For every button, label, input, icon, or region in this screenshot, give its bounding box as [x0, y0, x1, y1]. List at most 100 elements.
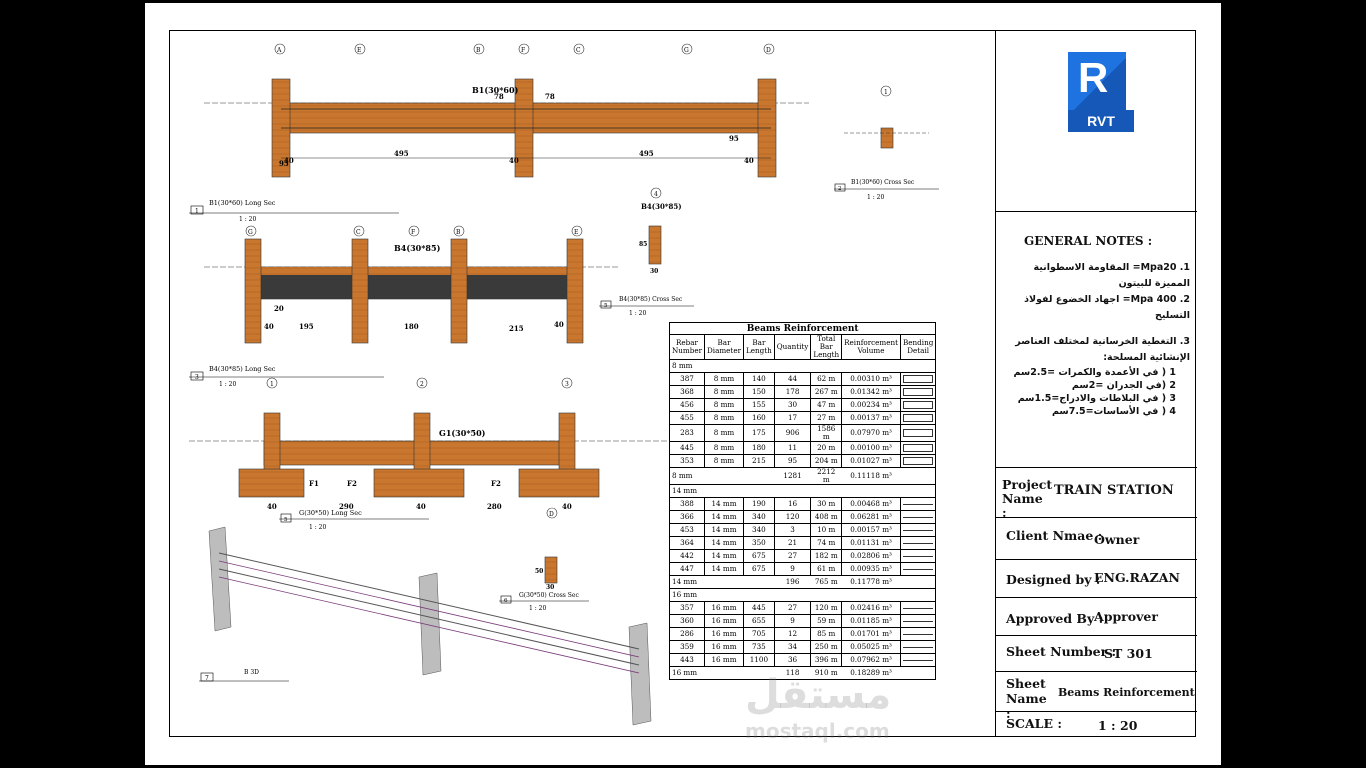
table-cell: 175: [743, 424, 775, 442]
table-header-cell: Bending Detail: [900, 334, 937, 360]
svg-text:E: E: [357, 47, 361, 54]
note-3: 3. التغطية الخرسانية لمختلف العناصر الإن…: [1015, 336, 1190, 363]
table-cell: 0.01027 m³: [841, 454, 902, 468]
table-cell: 340: [743, 510, 775, 524]
table-cell: 705: [743, 627, 775, 641]
bending-detail-icon: [900, 601, 937, 615]
table-cell: 0.02416 m³: [841, 601, 902, 615]
table-cell: 455: [668, 411, 706, 425]
project-label: Project Name :: [1002, 477, 1053, 520]
svg-text:C: C: [356, 229, 361, 236]
bending-detail-icon: [900, 424, 937, 442]
dim-20: 20: [274, 304, 284, 313]
cover-item-4: 4 ( في الأساسات=7.5سم: [1051, 406, 1176, 417]
summary-cell: [900, 575, 936, 589]
table-cell: 0.00157 m³: [841, 523, 902, 537]
cover-list: 1 ( في الأعمدة والكمرات =2.5سم 2 (في الج…: [1000, 366, 1176, 418]
dim-40: 40: [744, 156, 754, 165]
dim-85: 85: [639, 241, 647, 248]
dim-78: 78: [494, 92, 504, 101]
dim-40: 40: [554, 320, 564, 329]
table-cell: 190: [743, 497, 775, 511]
cover-item-2: 2 (في الجدران =2سم: [1071, 380, 1176, 391]
logo-cell: R RVT: [996, 30, 1197, 212]
scale-label: SCALE :: [1006, 716, 1062, 731]
bending-detail-icon: [900, 653, 937, 667]
svg-text:6: 6: [504, 598, 508, 604]
table-cell: 350: [743, 536, 775, 550]
table-cell: 47 m: [810, 398, 843, 412]
bending-detail-icon: [900, 536, 937, 550]
svg-text:B: B: [476, 47, 481, 54]
b3d-caption: B 3D: [244, 669, 259, 676]
table-cell: 21: [773, 536, 812, 550]
table-header-cell: Reinforcement Volume: [841, 334, 902, 360]
sheet-name-value: Beams Reinforcement: [1058, 686, 1195, 699]
table-cell: 8 mm: [704, 398, 744, 412]
bending-detail-icon: [900, 640, 937, 654]
table-cell: 368: [668, 385, 706, 399]
table-cell: 62 m: [810, 372, 843, 386]
client-value: Owner: [1094, 532, 1140, 547]
table-cell: 20 m: [810, 441, 843, 455]
b4-scale: 1 : 20: [219, 381, 236, 388]
svg-text:3: 3: [565, 381, 569, 388]
designed-label: Designed by :: [1006, 572, 1101, 587]
svg-text:1: 1: [884, 89, 888, 96]
table-cell: 44: [773, 372, 812, 386]
table-cell: 17: [773, 411, 812, 425]
svg-text:4: 4: [654, 191, 658, 198]
general-notes-list: 1. Mpa20= المقاومة الاسطوانية المميزة لل…: [1000, 260, 1190, 418]
table-cell: 14 mm: [704, 549, 744, 563]
footing-f2: F2: [347, 479, 357, 488]
g-caption: G(30*50) Long Sec: [299, 509, 362, 517]
table-cell: 27: [773, 601, 812, 615]
table-cell: 655: [743, 614, 775, 628]
table-cell: 27: [773, 549, 812, 563]
svg-text:D: D: [766, 47, 771, 54]
table-cell: 36: [773, 653, 812, 667]
table-cell: 3: [773, 523, 812, 537]
table-cell: 8 mm: [704, 385, 744, 399]
svg-text:D: D: [549, 511, 554, 518]
table-cell: 8 mm: [704, 454, 744, 468]
sheet-name-label: Sheet Name :: [1006, 676, 1047, 721]
table-cell: 364: [668, 536, 706, 550]
table-cell: 250 m: [810, 640, 843, 654]
table-cell: 95: [773, 454, 812, 468]
g-cross-section: D 50 30 6 G(30*50) Cross Sec 1 : 20: [499, 507, 589, 612]
table-cell: 178: [773, 385, 812, 399]
dim-195: 195: [299, 322, 314, 331]
table-cell: 16 mm: [704, 627, 744, 641]
dim-b1-right: 95: [729, 134, 739, 143]
bending-detail-icon: [900, 627, 937, 641]
table-cell: 0.07970 m³: [841, 424, 902, 442]
dim-30: 30: [546, 584, 554, 591]
table-cell: 204 m: [810, 454, 843, 468]
sheet-number-cell: Sheet Number : ST 301: [996, 636, 1197, 672]
table-cell: 11: [773, 441, 812, 455]
general-notes-title: GENERAL NOTES :: [1024, 234, 1153, 248]
dim-180: 180: [404, 322, 419, 331]
table-cell: 1100: [743, 653, 775, 667]
beam-3d-view: 7 B 3D: [199, 526, 652, 726]
table-cell: 34: [773, 640, 812, 654]
table-cell: 10 m: [810, 523, 843, 537]
table-cell: 85 m: [810, 627, 843, 641]
table-cell: 357: [668, 601, 706, 615]
b1-caption: B1(30*60) Long Sec: [209, 199, 276, 207]
svg-text:1: 1: [270, 381, 274, 388]
b1-long-section: 95 495 495 95 B1(30*60) 40 40 40 78 78 1…: [189, 43, 809, 223]
summary-cell: [900, 467, 936, 485]
table-cell: 160: [743, 411, 775, 425]
table-cell: 0.01342 m³: [841, 385, 902, 399]
table-header-cell: Quantity: [773, 334, 812, 360]
table-cell: 447: [668, 562, 706, 576]
